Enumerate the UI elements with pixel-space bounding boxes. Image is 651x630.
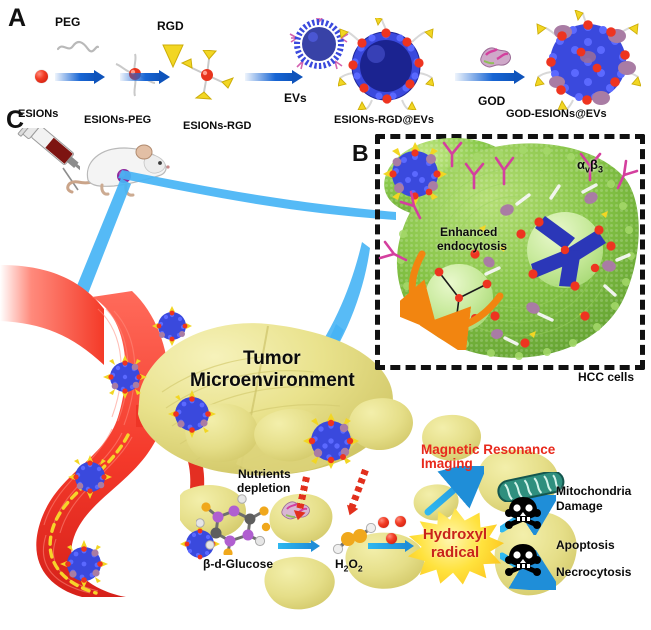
apoptosis-label: Apoptosis: [556, 538, 615, 552]
rgd-icon: [162, 42, 184, 69]
integrin-alpha: α: [577, 157, 585, 172]
esions-rgd-structure: [178, 49, 236, 100]
peg-label: PEG: [55, 15, 81, 29]
tumor-microenvironment-line2: Microenvironment: [190, 370, 355, 391]
h2o2-label: H2O2: [335, 557, 363, 574]
cascade-arrow-h2o2-to-radical: [368, 540, 414, 552]
nanoparticle-extravasated-1: [168, 390, 216, 438]
integrin-beta: β: [590, 157, 598, 172]
peg-squiggle-icon: [56, 40, 100, 54]
integrin-label: αvβ3: [577, 157, 603, 175]
nanoparticle-binding-cell: [383, 142, 447, 206]
skull-crossbones-icon-1: [503, 495, 543, 531]
tumor-microenvironment-line1: Tumor: [243, 348, 301, 369]
h2o2-o: O: [348, 557, 358, 571]
mri-line1: Magnetic Resonance: [421, 442, 556, 457]
esions-particle: [35, 70, 48, 83]
panel-b-letter: B: [352, 140, 369, 166]
skull-crossbones-icon-2: [503, 542, 543, 578]
nanoparticle-extravasated-2: [152, 306, 192, 346]
nutrients-depletion-line1: Nutrients: [238, 467, 291, 481]
cascade-arrow-glucose-to-h2o2: [278, 540, 320, 552]
integrin-alpha-subscript: v: [585, 164, 591, 175]
god-esions-evs-label: GOD-ESIONs@EVs: [506, 108, 607, 120]
nutrients-depletion-line2: depletion: [237, 481, 291, 495]
reaction-arrow-1: [55, 70, 105, 84]
enhanced-endocytosis-line2: endocytosis: [437, 239, 508, 253]
h2o2-molecule: [330, 522, 378, 555]
esions-rgd-evs-label: ESIONs-RGD@EVs: [334, 114, 434, 126]
esions-rgd-label: ESIONs-RGD: [183, 120, 252, 132]
nanoparticle-in-vessel-3: [60, 540, 108, 588]
panel-c-letter: C: [6, 106, 25, 134]
glucose-molecule: [195, 493, 272, 558]
mitochondria-damage-line1: Mitochondria: [556, 484, 632, 498]
reaction-arrow-2: [120, 70, 170, 84]
god-label: GOD: [478, 94, 506, 108]
fe-ion-3: [386, 533, 397, 544]
fe-ion-1: [378, 517, 389, 528]
evs-vesicle: [289, 14, 349, 70]
esions-rgd-evs-particle: [337, 16, 435, 111]
glucose-label: β-d-Glucose: [203, 557, 273, 571]
esions-label: ESIONs: [18, 108, 59, 120]
mri-line2: Imaging: [421, 456, 473, 471]
reaction-arrow-4: [455, 70, 525, 84]
enhanced-endocytosis-line1: Enhanced: [440, 225, 498, 239]
fe-ion-2: [395, 516, 406, 527]
evs-label: EVs: [284, 91, 307, 105]
esions-peg-label: ESIONs-PEG: [84, 114, 152, 126]
panel-a-letter: A: [8, 4, 27, 32]
nanoparticle-in-vessel-2: [68, 455, 112, 499]
mitochondria-damage-line2: Damage: [556, 499, 603, 513]
rgd-label: RGD: [157, 19, 184, 33]
hydroxyl-radical-line2: radical: [430, 544, 480, 561]
h2o2-h: H: [335, 557, 344, 571]
hydroxyl-radical-line1: Hydroxyl: [422, 526, 488, 543]
h2o2-sub-2b: 2: [357, 563, 363, 574]
panel-b-box: [375, 134, 645, 370]
nanoparticle-in-tumor: [303, 413, 359, 469]
mouse-illustration: [62, 140, 172, 202]
nanoparticle-in-vessel-1: [103, 355, 147, 399]
mitochondrion-icon: [496, 470, 566, 503]
h2o2-sub-2a: 2: [343, 563, 349, 574]
god-enzyme-icon: [475, 42, 513, 68]
arrow-to-mri: [424, 457, 491, 516]
reaction-arrow-3: [245, 70, 303, 84]
integrin-beta-subscript: 3: [597, 164, 603, 175]
god-esions-evs-particle: [534, 9, 642, 111]
hcc-cells-label: HCC cells: [578, 370, 635, 384]
necrocytosis-label: Necrocytosis: [556, 565, 632, 579]
